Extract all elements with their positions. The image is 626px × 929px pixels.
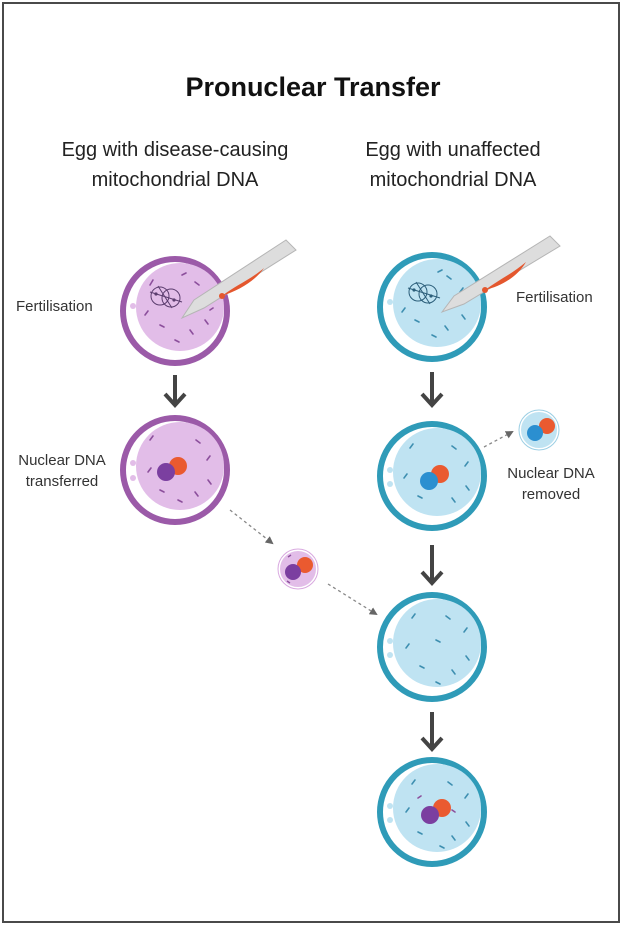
fertilisation-right-label: Fertilisation (516, 289, 593, 306)
left-egg-nuclear-dna-transferred (120, 415, 230, 525)
fertilisation-left-label: Fertilisation (16, 298, 93, 315)
transferred-line2: transferred (25, 473, 99, 490)
transferred-line1: Nuclear DNA (18, 452, 106, 469)
right-micropipette-icon (440, 235, 561, 314)
right-column-heading: Egg with unaffected mitochondrial DNA (318, 135, 588, 195)
right-down-arrow-3 (420, 712, 444, 752)
removed-line2: removed (521, 486, 581, 503)
removed-line1: Nuclear DNA (507, 465, 595, 482)
right-down-arrow-1 (420, 372, 444, 408)
right-heading-line2: mitochondrial DNA (369, 169, 537, 191)
nuclear-dna-removed-label: Nuclear DNA removed (496, 463, 606, 505)
nuclear-dna-transferred-label: Nuclear DNA transferred (12, 450, 112, 492)
dotted-arrow-to-removed-karyoplast (483, 431, 514, 448)
blue-karyoplast-removed (518, 409, 560, 451)
right-heading-line1: Egg with unaffected (365, 139, 541, 161)
left-micropipette-icon (180, 239, 297, 320)
right-egg-nuclear-dna-removed (377, 421, 487, 531)
dotted-arrow-to-karyoplast (229, 509, 274, 545)
left-column-heading: Egg with disease-causing mitochondrial D… (40, 135, 310, 195)
right-egg-reconstructed (377, 757, 487, 867)
left-egg-fertilisation (120, 256, 230, 366)
purple-karyoplast (277, 548, 319, 590)
left-heading-line2: mitochondrial DNA (91, 169, 259, 191)
right-down-arrow-2 (420, 545, 444, 586)
dotted-arrow-to-recipient-egg (327, 583, 378, 616)
left-heading-line1: Egg with disease-causing (61, 139, 289, 161)
figure-frame (2, 2, 620, 923)
right-egg-enucleated (377, 592, 487, 702)
left-down-arrow-1 (163, 375, 187, 408)
diagram-title: Pronuclear Transfer (185, 72, 441, 102)
right-egg-fertilisation (377, 252, 487, 362)
